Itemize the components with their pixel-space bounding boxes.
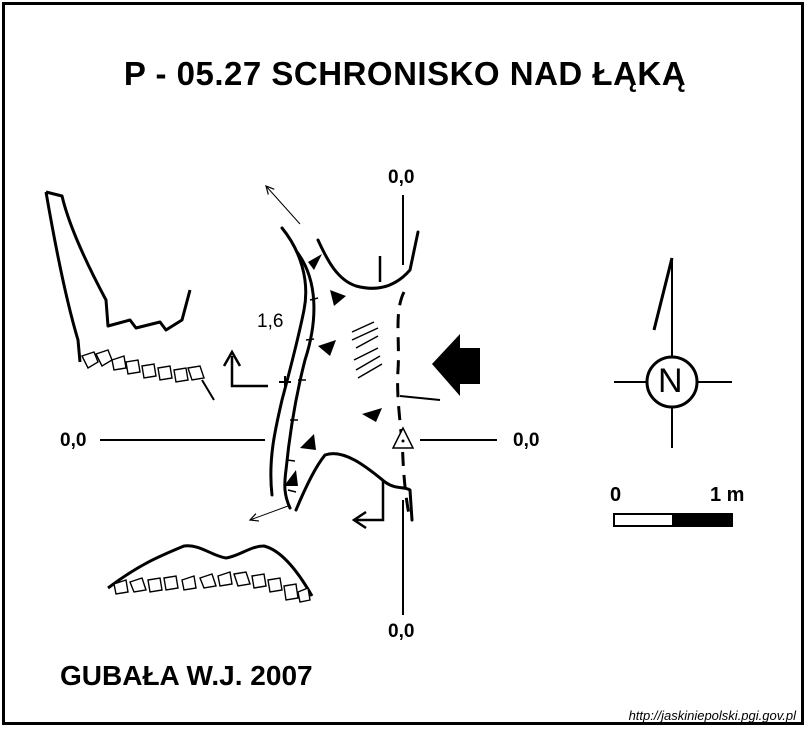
scale-bar: [613, 513, 733, 527]
drip-line: [396, 291, 412, 521]
height-label: 1,6: [257, 311, 284, 332]
ledge-ticks: [286, 297, 319, 493]
zero-label-bottom: 0,0: [388, 621, 415, 642]
cross-section-lower: [107, 544, 314, 597]
entrance-arrow: [432, 334, 480, 396]
entrance-line: [399, 395, 441, 401]
cave-wall-bottom: [294, 452, 414, 522]
cross-section-upper-rocks: [81, 349, 205, 383]
source-link[interactable]: http://jaskiniepolski.pgi.gov.pl: [628, 708, 796, 723]
direction-arrow-down: [250, 505, 289, 520]
direction-arrow-up: [266, 186, 301, 225]
zero-label-right: 0,0: [513, 430, 540, 451]
rock-debris: [351, 321, 383, 379]
cross-section-lower-rocks: [113, 571, 311, 603]
survey-point: [391, 426, 415, 449]
cave-wall-left: [269, 226, 308, 497]
cave-wall-top: [316, 230, 420, 290]
zero-label-left: 0,0: [60, 430, 87, 451]
scale-end-label: 1 m: [710, 484, 745, 506]
scale-start-label: 0: [610, 484, 622, 506]
north-label: N: [658, 362, 683, 400]
compass-icon: [614, 257, 732, 448]
author-credit: GUBAŁA W.J. 2007: [60, 660, 313, 691]
height-mark: [279, 376, 291, 388]
section-marker-left: [222, 349, 268, 388]
section-marker-bottom: [351, 480, 385, 530]
cross-section-upper: [44, 190, 215, 401]
map-title: P - 05.27 SCHRONISKO NAD ŁĄKĄ: [123, 55, 687, 92]
section-lines: [100, 195, 497, 615]
slope-markers: [284, 254, 382, 486]
zero-label-top: 0,0: [388, 167, 415, 188]
